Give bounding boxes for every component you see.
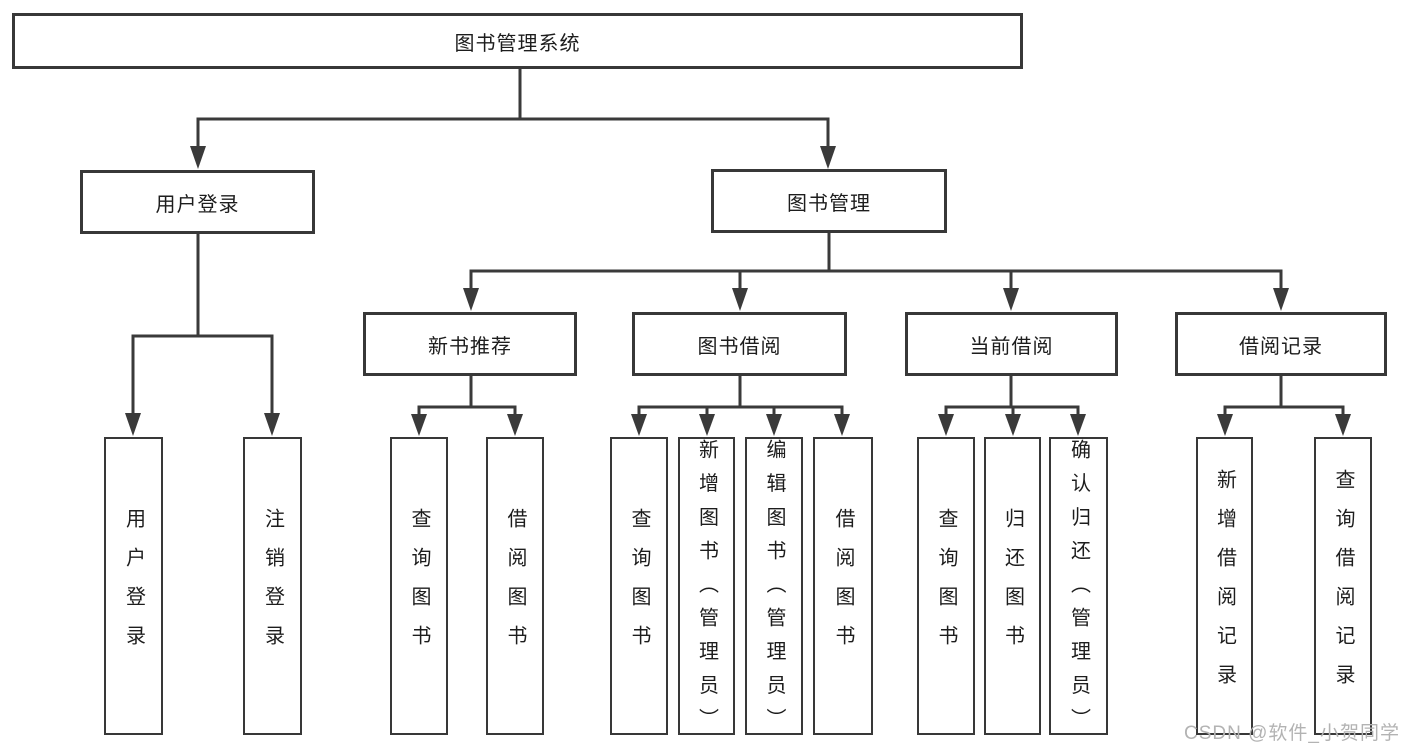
leaf-add-borrow-record: 新增借阅记录 — [1196, 437, 1253, 735]
node-current-borrow: 当前借阅 — [905, 312, 1118, 376]
node-book-borrow: 图书借阅 — [632, 312, 847, 376]
node-user-login: 用户登录 — [80, 170, 315, 234]
leaf-logout: 注销登录 — [243, 437, 302, 735]
node-library-management-system: 图书管理系统 — [12, 13, 1023, 69]
leaf-return-book: 归还图书 — [984, 437, 1041, 735]
leaf-add-book-admin: 新增图书（管理员） — [678, 437, 735, 741]
leaf-user-login: 用户登录 — [104, 437, 163, 735]
leaf-query-books-borrow: 查询图书 — [610, 437, 668, 735]
leaf-borrow-books: 借阅图书 — [813, 437, 873, 735]
node-borrow-record: 借阅记录 — [1175, 312, 1387, 376]
leaf-query-books-recommend: 查询图书 — [390, 437, 448, 735]
leaf-borrow-books-recommend: 借阅图书 — [486, 437, 544, 735]
csdn-watermark: CSDN @软件_小贺同学 — [1184, 723, 1400, 744]
node-book-management: 图书管理 — [711, 169, 947, 233]
leaf-query-books-current: 查询图书 — [917, 437, 975, 735]
leaf-edit-book-admin: 编辑图书（管理员） — [745, 437, 803, 741]
node-new-book-recommend: 新书推荐 — [363, 312, 577, 376]
leaf-query-borrow-record: 查询借阅记录 — [1314, 437, 1372, 735]
leaf-confirm-return-admin: 确认归还（管理员） — [1049, 437, 1108, 741]
